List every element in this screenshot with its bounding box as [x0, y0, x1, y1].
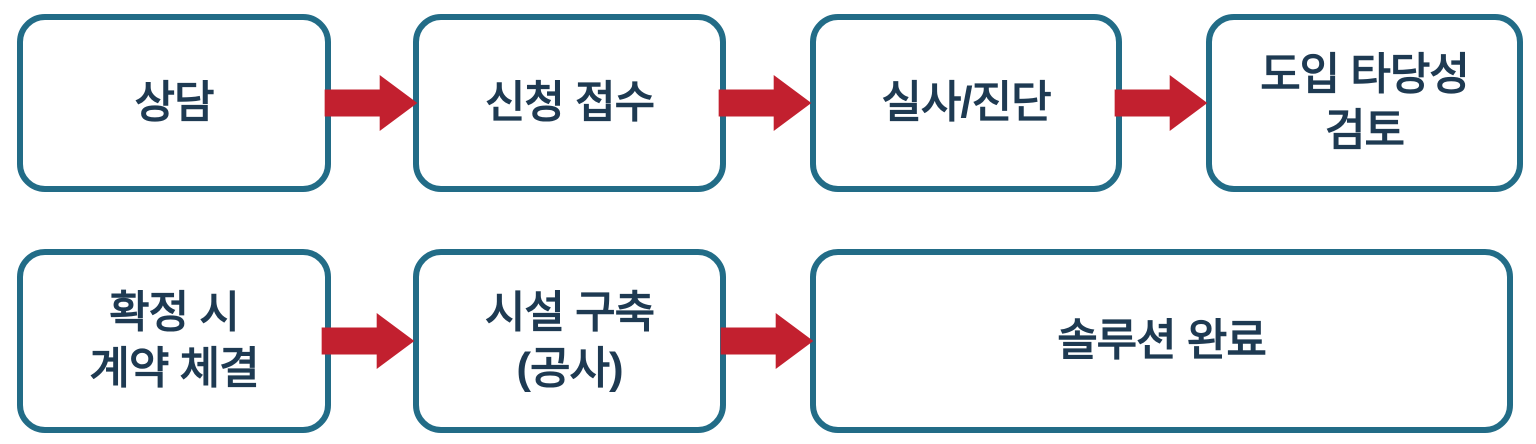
- flow-step-complete: 솔루션 완료: [810, 249, 1513, 433]
- flow-step-label: 실사/진단: [881, 77, 1051, 127]
- arrow-right-icon: [321, 313, 415, 369]
- flow-step-construction: 시설 구축 (공사): [413, 249, 726, 433]
- arrow-right-shape: [321, 313, 415, 369]
- flow-step-contract: 확정 시 계약 체결: [17, 249, 331, 433]
- flow-step-label: 도입 타당성 검토: [1260, 49, 1470, 155]
- arrow-right-icon: [324, 75, 418, 131]
- flow-step-application: 신청 접수: [413, 14, 726, 192]
- flow-step-label: 시설 구축 (공사): [484, 287, 655, 393]
- arrow-right-shape: [718, 75, 812, 131]
- flow-step-label: 확정 시 계약 체결: [89, 287, 259, 393]
- arrow-right-shape: [1114, 75, 1208, 131]
- arrow-right-shape: [720, 313, 814, 369]
- flow-step-label: 상담: [134, 77, 215, 127]
- arrow-right-icon: [1114, 75, 1208, 131]
- flow-step-consultation: 상담: [17, 14, 331, 192]
- flow-step-label: 신청 접수: [484, 77, 655, 127]
- flow-step-feasibility: 도입 타당성 검토: [1206, 14, 1523, 192]
- arrow-right-icon: [718, 75, 812, 131]
- arrow-right-shape: [324, 75, 418, 131]
- flow-step-inspection: 실사/진단: [810, 14, 1122, 192]
- arrow-right-icon: [720, 313, 814, 369]
- flow-step-label: 솔루션 완료: [1057, 315, 1267, 365]
